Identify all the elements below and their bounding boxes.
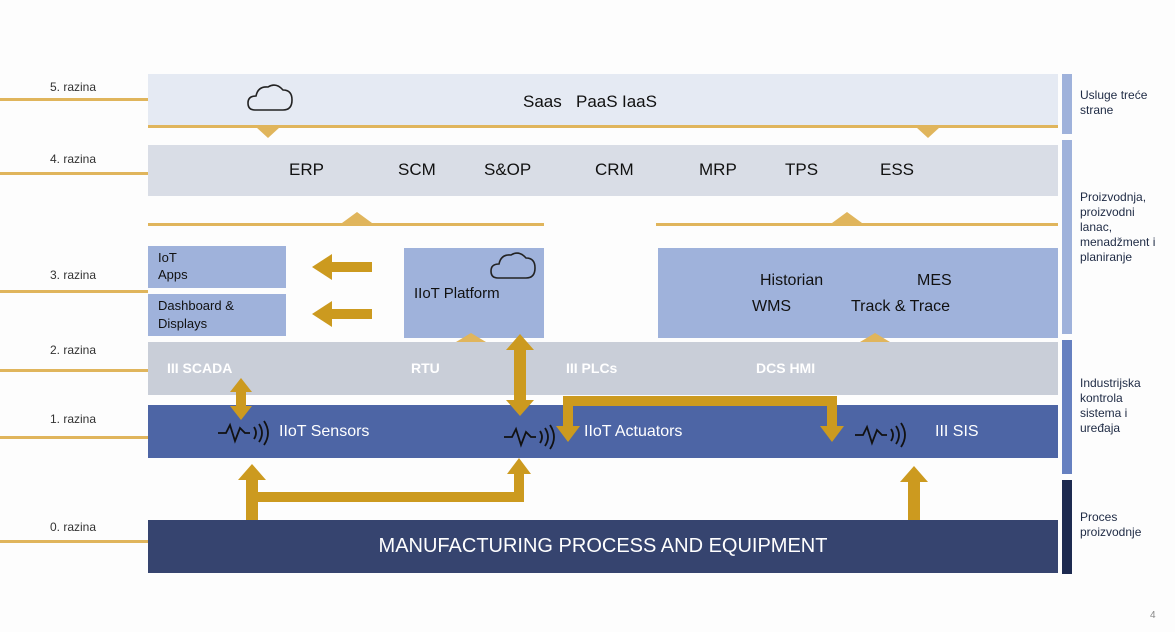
level-2-line (0, 369, 148, 372)
level4-item-sop: S&OP (484, 160, 532, 179)
side-label-third-party: Usluge treće strane (1080, 88, 1148, 117)
level-1-label: 1. razina (50, 412, 97, 426)
signal-wave-icon (218, 420, 269, 446)
triangle-l4-right (832, 212, 862, 223)
dashboard-box (148, 294, 286, 336)
side-label-production: Proizvodnja, proizvodni lanac, menadžmen… (1080, 190, 1156, 264)
triangle-l4-left (342, 212, 372, 223)
arrow-to-dashboard (312, 301, 372, 327)
arrow-scada-sensors (230, 378, 252, 420)
level4-item-ess: ESS (880, 160, 915, 179)
level4-item-tps: TPS (785, 160, 819, 179)
historian-label: Historian (760, 272, 824, 289)
level-2-band (148, 342, 1058, 395)
level-4-left-divider (148, 223, 544, 226)
level2-item-rtu: RTU (411, 360, 440, 376)
side-bar-third-party (1062, 74, 1072, 134)
level-1-line (0, 436, 148, 439)
level2-item-plcs: III PLCs (566, 360, 618, 376)
level-4-label: 4. razina (50, 152, 97, 166)
iot-apps-box (148, 246, 286, 288)
arrow-to-iot-apps (312, 254, 372, 280)
iiot-actuators-label: IIoT Actuators (584, 423, 683, 440)
level-0-line (0, 540, 148, 543)
level4-item-crm: CRM (595, 160, 634, 179)
level-5-band (148, 74, 1058, 126)
level5-item-iaas: IaaS (622, 92, 657, 111)
level-4-line (0, 172, 148, 175)
level4-item-erp: ERP (289, 160, 324, 179)
side-bar-control (1062, 340, 1072, 474)
arrow-process-to-sensors-actuators (238, 458, 531, 520)
arrow-actuators-sis (556, 396, 844, 442)
arrow-process-to-sis (900, 466, 928, 520)
iot-apps-line1: IoT (158, 250, 177, 265)
level-4-band (148, 145, 1058, 196)
level2-item-dcs-hmi: DCS HMI (756, 360, 816, 376)
track-trace-label: Track & Trace (851, 298, 950, 315)
level5-item-paas: PaaS (576, 92, 618, 111)
side-bar-production (1062, 140, 1072, 334)
level-2-label: 2. razina (50, 343, 97, 357)
level2-item-scada: III SCADA (167, 360, 233, 376)
dashboard-line2: Displays (158, 316, 208, 331)
level-5-label: 5. razina (50, 80, 97, 94)
triangle-platform (456, 333, 486, 342)
side-label-control: Industrijska kontrola sistema i uređaja (1080, 376, 1141, 435)
triangle-l5-left (256, 127, 280, 138)
mes-box (658, 248, 1058, 338)
level-5-line (0, 98, 148, 101)
level-5-gold-divider (148, 125, 1058, 128)
iot-apps-line2: Apps (158, 267, 188, 282)
iiot-platform-box (404, 248, 544, 338)
cloud-icon (490, 252, 536, 279)
side-label-process: Proces proizvodnje (1080, 510, 1142, 539)
dashboard-line1: Dashboard & (158, 298, 234, 313)
iii-sis-label: III SIS (935, 423, 979, 440)
mes-label: MES (917, 272, 952, 289)
level-0-label: 0. razina (50, 520, 97, 534)
level4-item-scm: SCM (398, 160, 436, 179)
level-4-right-divider (656, 223, 1058, 226)
triangle-mes (860, 333, 890, 342)
side-bar-process (1062, 480, 1072, 574)
level-3-label: 3. razina (50, 268, 97, 282)
wms-label: WMS (752, 298, 792, 315)
manufacturing-title: MANUFACTURING PROCESS AND EQUIPMENT (378, 535, 828, 557)
iiot-sensors-label: IIoT Sensors (279, 423, 370, 440)
level-3-line (0, 290, 148, 293)
level-0-band (148, 520, 1058, 573)
level5-item-saas: Saas (523, 92, 562, 111)
page-number: 4 (1150, 610, 1156, 621)
signal-wave-icon (504, 424, 555, 450)
arrow-platform-actuators (506, 334, 534, 416)
triangle-l5-right (916, 127, 940, 138)
cloud-icon (247, 84, 293, 111)
signal-wave-icon (855, 422, 906, 448)
iiot-platform-label: IIoT Platform (414, 285, 500, 302)
level-1-band (148, 405, 1058, 458)
level4-item-mrp: MRP (699, 160, 737, 179)
